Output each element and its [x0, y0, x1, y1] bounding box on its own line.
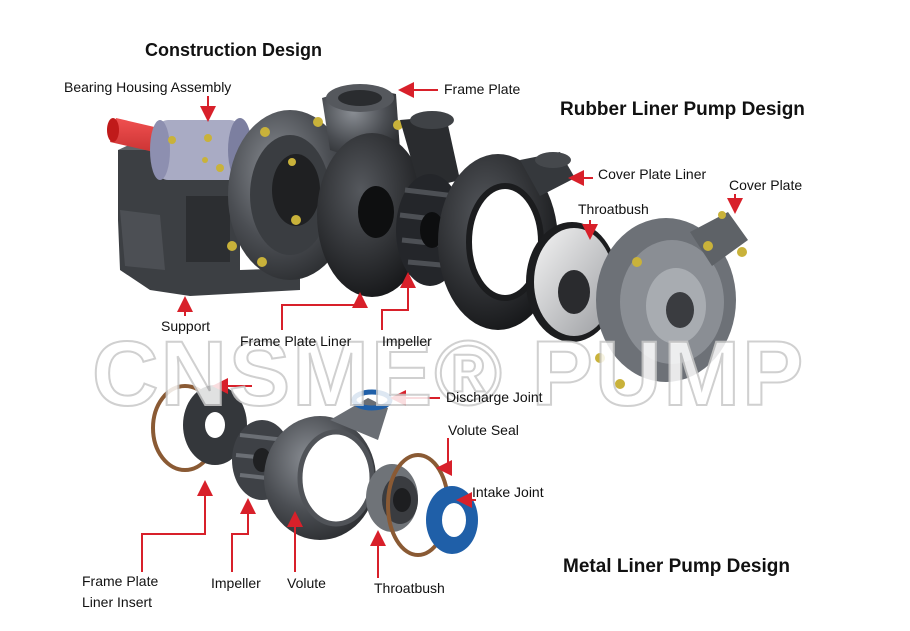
metal-liner-title: Metal Liner Pump Design: [563, 556, 790, 577]
label-discharge-joint: Discharge Joint: [446, 389, 543, 405]
label-impeller-bottom: Impeller: [211, 575, 261, 591]
throatbush-top-shape: [526, 222, 618, 342]
intake-joint-shape: [426, 486, 478, 554]
label-volute-seal: Volute Seal: [448, 422, 519, 438]
label-throatbush-top: Throatbush: [578, 201, 649, 217]
label-cover-plate: Cover Plate: [729, 177, 803, 193]
label-impeller-top: Impeller: [382, 333, 432, 349]
rubber-liner-title: Rubber Liner Pump Design: [560, 99, 805, 120]
cover-plate-shape: [595, 211, 748, 389]
volute-shape: [264, 398, 388, 540]
callout-lines: [141, 82, 743, 578]
throatbush-bottom-shape: [366, 464, 418, 532]
frame-plate-liner-shape: [317, 111, 460, 297]
label-frame-plate-liner-insert-line1: Frame Plate: [82, 573, 159, 589]
watermark-text: CNSME® PUMP: [91, 322, 806, 426]
label-support: Support: [161, 318, 211, 334]
construction-design-title: Construction Design: [145, 40, 323, 60]
label-frame-plate-liner-insert-line2: Liner Insert: [82, 594, 153, 610]
label-volute: Volute: [287, 575, 326, 591]
label-cover-plate-liner: Cover Plate Liner: [598, 166, 707, 182]
label-bearing-housing: Bearing Housing Assembly: [64, 79, 232, 95]
label-intake-joint: Intake Joint: [472, 484, 544, 500]
frame-plate-liner-insert-shape: [183, 385, 247, 465]
label-frame-plate: Frame Plate: [444, 81, 521, 97]
label-throatbush-bottom: Throatbush: [374, 580, 445, 596]
label-frame-plate-liner: Frame Plate Liner: [240, 333, 352, 349]
